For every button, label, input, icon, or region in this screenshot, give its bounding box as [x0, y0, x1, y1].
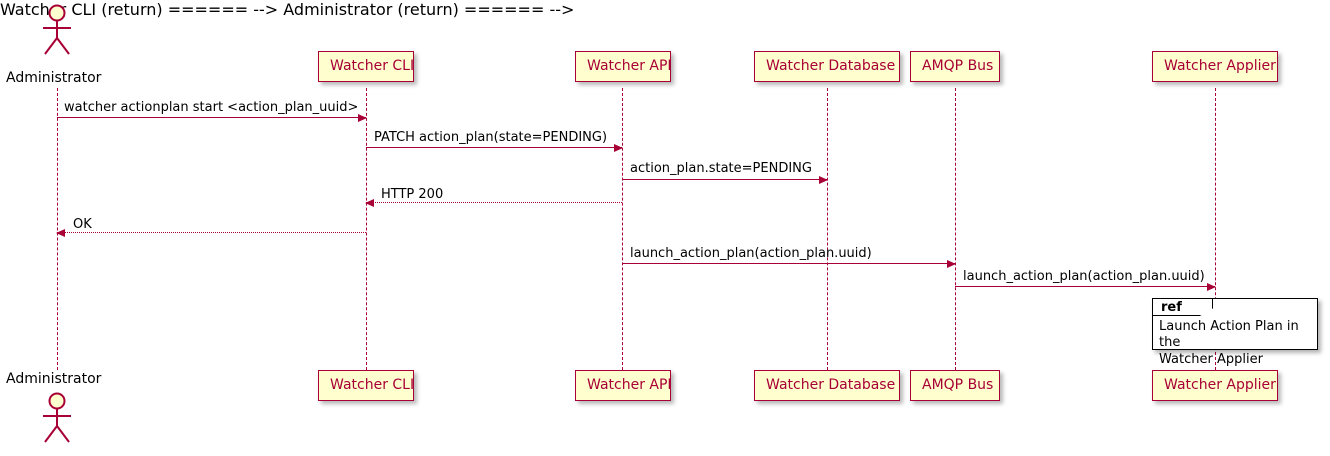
actor-administrator-bottom [37, 392, 77, 444]
arrowhead-right-icon [819, 175, 828, 184]
message-label-patch-action-plan: PATCH action_plan(state=PENDING) [374, 130, 608, 145]
participant-watcher-applier-bottom[interactable]: Watcher Applier [1152, 370, 1278, 401]
lifeline-amqp-bus [955, 88, 956, 370]
message-arrow-watcher-actionplan-start [57, 113, 367, 122]
ref-fragment-keyword: ref [1161, 300, 1182, 315]
participant-watcher-cli-bottom[interactable]: Watcher CLI [318, 370, 414, 401]
message-arrow-ok [56, 228, 366, 237]
participant-watcher-cli-top[interactable]: Watcher CLI [318, 51, 414, 82]
message-label-launch-action-plan-bus-to-applier: launch_action_plan(action_plan.uuid) [963, 269, 1205, 284]
participant-watcher-applier-top[interactable]: Watcher Applier [1152, 51, 1278, 82]
participant-watcher-database-top[interactable]: Watcher Database [754, 51, 900, 82]
participant-amqp-bus-top[interactable]: AMQP Bus [910, 51, 1000, 82]
message-label-watcher-actionplan-start: watcher actionplan start <action_plan_uu… [64, 100, 359, 115]
message-label-http-200: HTTP 200 [381, 187, 444, 202]
message-arrow-http-200 [365, 198, 622, 207]
message-label-ok: OK [73, 217, 92, 232]
lifeline-watcher-database [827, 88, 828, 370]
actor-label-administrator-bottom: Administrator [6, 371, 102, 387]
arrowhead-left-icon [365, 198, 374, 207]
ref-fragment-tab [1153, 299, 1213, 316]
arrowhead-left-icon [56, 228, 65, 237]
lifeline-watcher-api [622, 88, 623, 370]
message-label-launch-action-plan-api-to-bus: launch_action_plan(action_plan.uuid) [630, 246, 872, 261]
lifeline-watcher-cli [366, 88, 367, 370]
message-arrow-patch-action-plan [366, 143, 623, 152]
participant-watcher-api-top[interactable]: Watcher API [575, 51, 672, 82]
arrowhead-right-icon [358, 113, 367, 122]
arrowhead-right-icon [614, 143, 623, 152]
message-arrow-launch-action-plan-bus-to-applier [955, 282, 1216, 291]
ref-fragment-text: Launch Action Plan in the Watcher Applie… [1159, 319, 1313, 368]
participant-watcher-database-bottom[interactable]: Watcher Database [754, 370, 900, 401]
lifeline-watcher-applier [1215, 88, 1216, 370]
message-arrow-action-plan-state-pending [622, 175, 828, 184]
arrowhead-right-icon [947, 259, 956, 268]
message-label-action-plan-state-pending: action_plan.state=PENDING [630, 161, 812, 176]
actor-label-administrator-top: Administrator [6, 70, 102, 86]
ref-fragment[interactable]: ref Launch Action Plan in the Watcher Ap… [1152, 298, 1318, 367]
participant-watcher-api-bottom[interactable]: Watcher API [575, 370, 672, 401]
ref-fragment-text-line2: Watcher Applier [1159, 351, 1263, 367]
participant-amqp-bus-bottom[interactable]: AMQP Bus [910, 370, 1000, 401]
arrowhead-right-icon [1207, 282, 1216, 291]
message-arrow-launch-action-plan-api-to-bus [622, 259, 956, 268]
actor-administrator-top [37, 4, 77, 56]
ref-fragment-text-line1: Launch Action Plan in the [1159, 319, 1299, 351]
